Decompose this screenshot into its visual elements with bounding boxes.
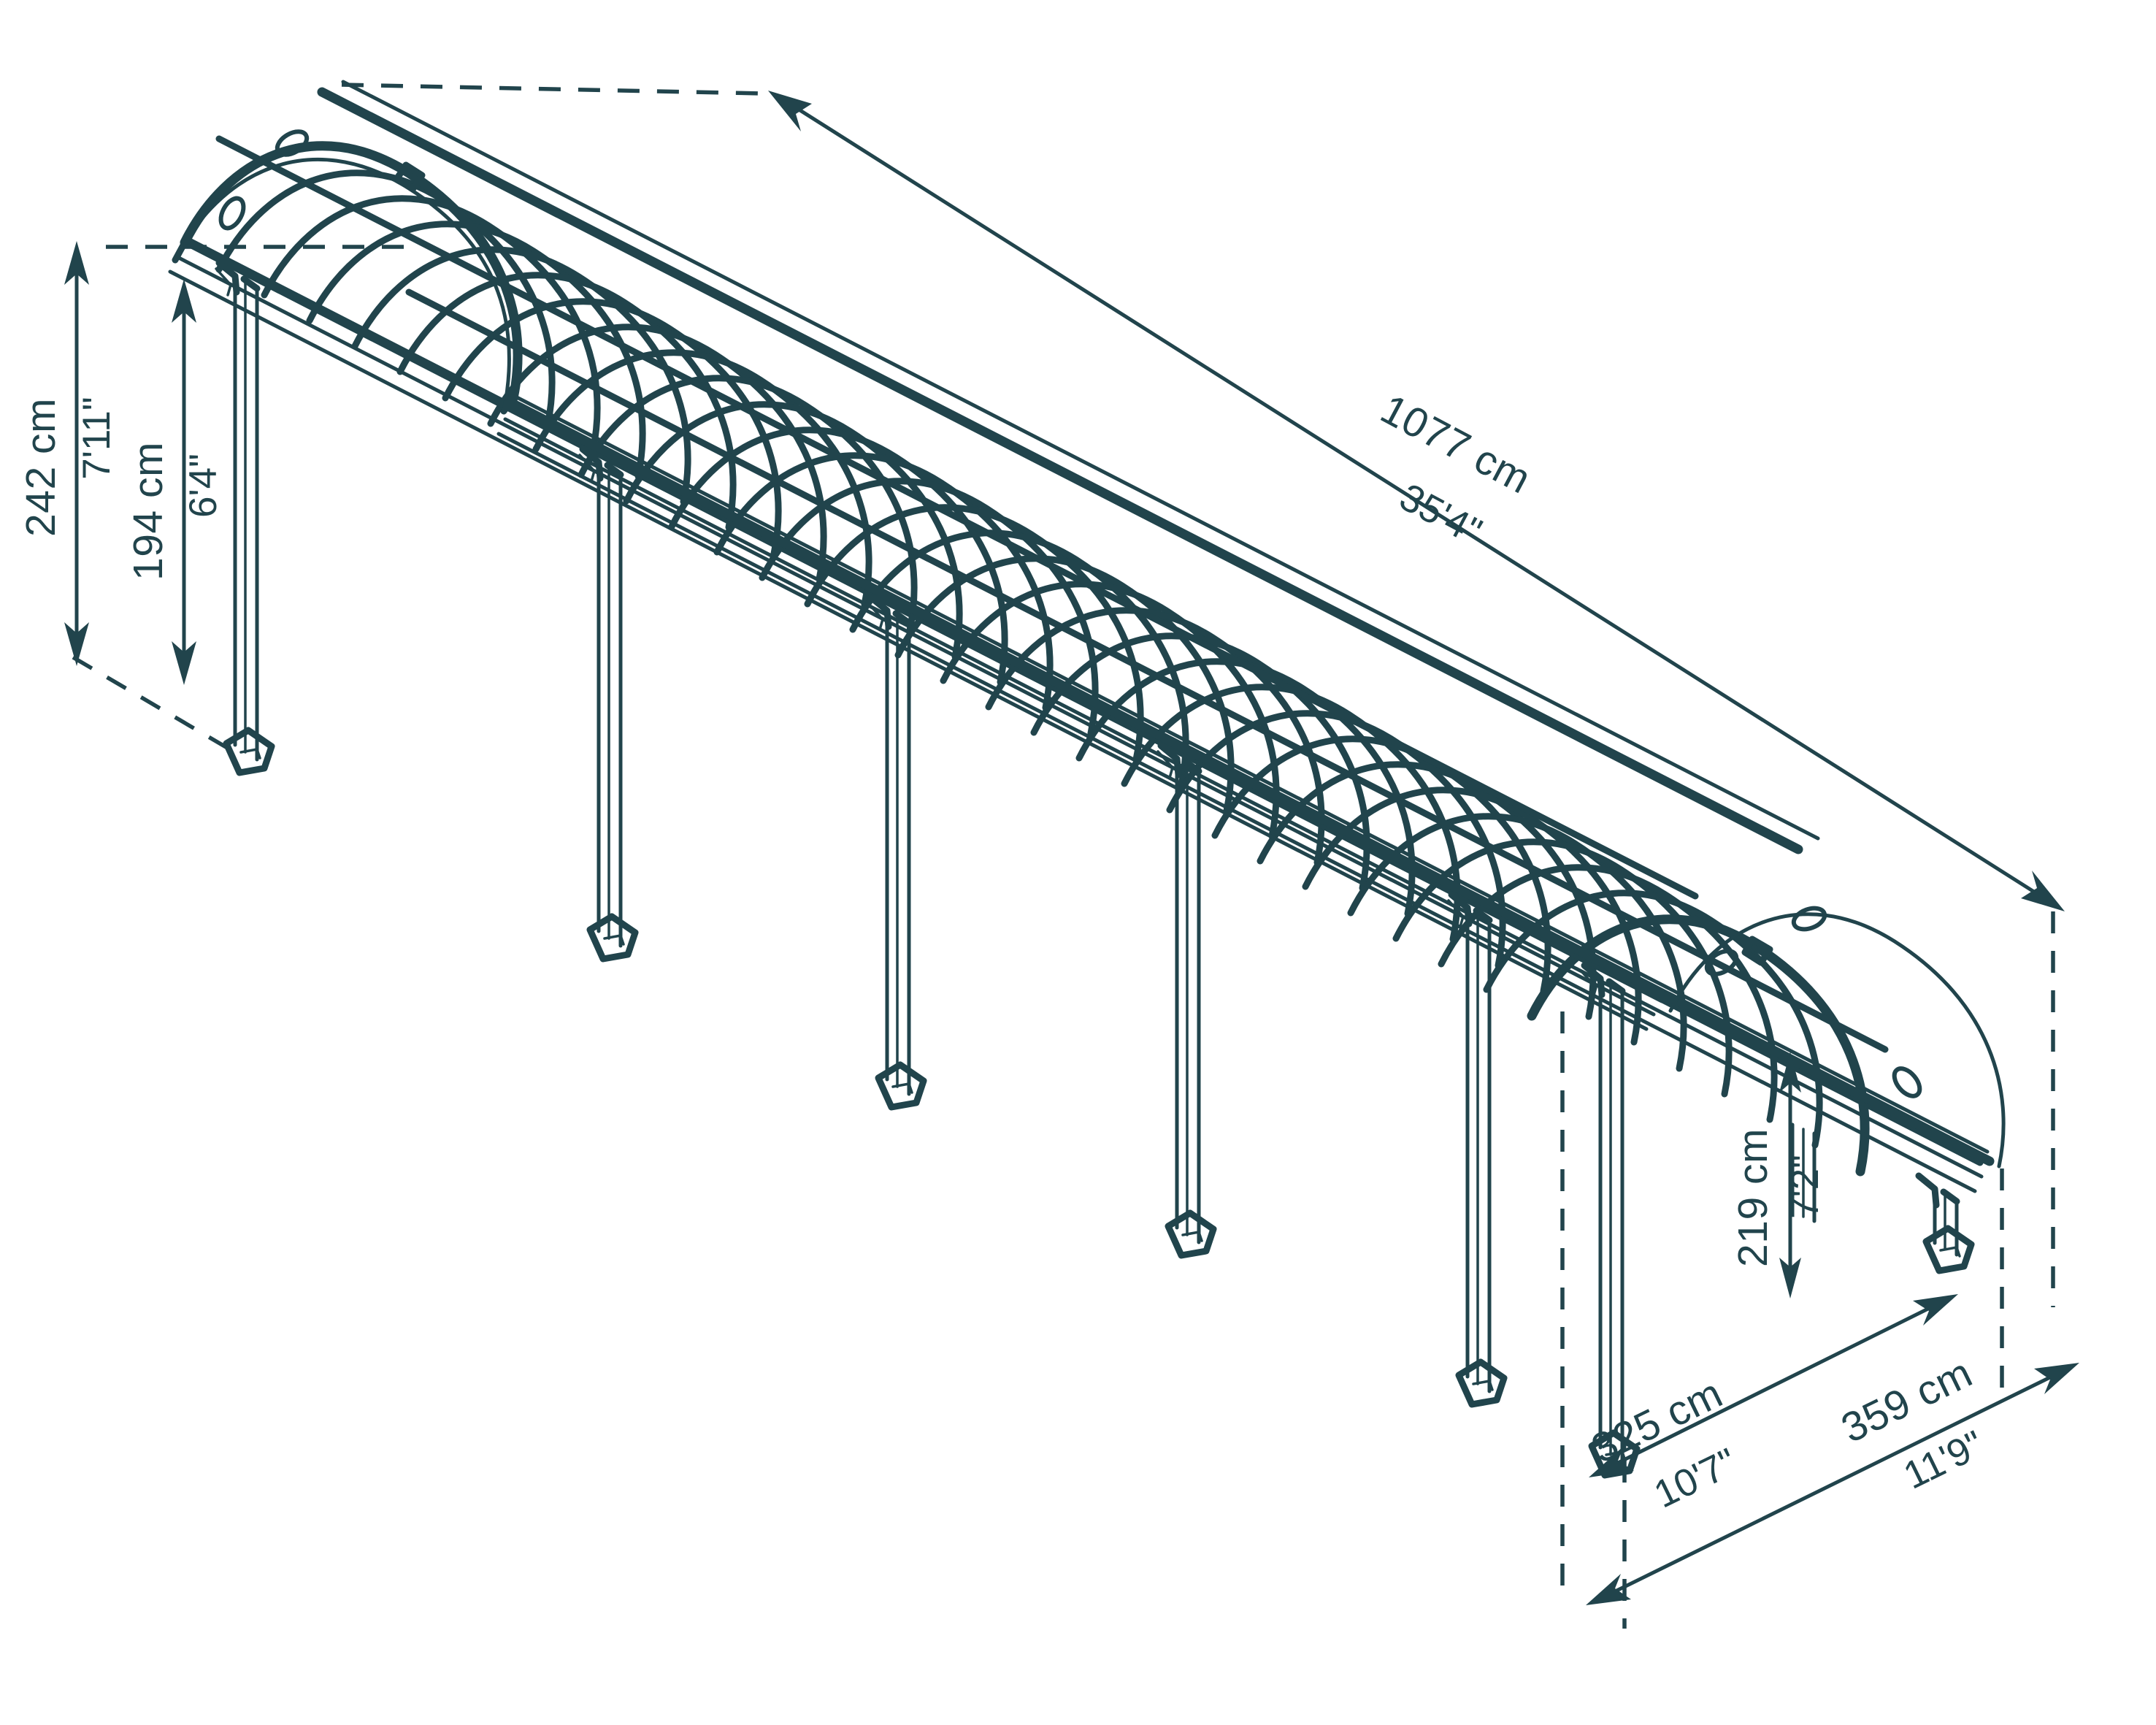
dim-194cm-metric: 194 cm	[125, 442, 172, 581]
dim-359cm-imperial: 11'9"	[1897, 1423, 1990, 1498]
dimension-overall-height: 242 cm 7'11"	[18, 241, 416, 758]
dim-325cm-imperial: 10'7"	[1648, 1440, 1743, 1516]
rib-connector-nodes	[218, 129, 1922, 1098]
eave-beams	[168, 236, 1995, 1193]
dim-1077cm-imperial: 35'4"	[1393, 475, 1489, 554]
posts-far-row	[215, 259, 1641, 1479]
dim-242cm-metric: 242 cm	[18, 398, 64, 537]
dim-219cm-metric: 219 cm	[1730, 1128, 1776, 1267]
right-end-trim	[1668, 912, 2006, 1169]
carport-structure	[168, 80, 2006, 1479]
ridge-joint-brackets	[394, 161, 1773, 966]
dim-1077cm-metric: 1077 cm	[1373, 386, 1538, 503]
projection-lines-right	[1560, 1011, 2004, 1629]
ridge-and-purlins	[215, 80, 1990, 1166]
dimension-eave-height: 219 cm 7'2"	[1730, 1052, 1827, 1298]
post-gussets	[215, 267, 1597, 999]
posts-near-row	[1790, 1122, 1975, 1274]
dim-219cm-imperial: 7'2"	[1784, 1155, 1827, 1219]
dim-242cm-imperial: 7'11"	[75, 397, 118, 479]
dimension-clearance-height: 194 cm 6'4"	[125, 279, 225, 685]
dim-194cm-imperial: 6'4"	[182, 454, 225, 518]
